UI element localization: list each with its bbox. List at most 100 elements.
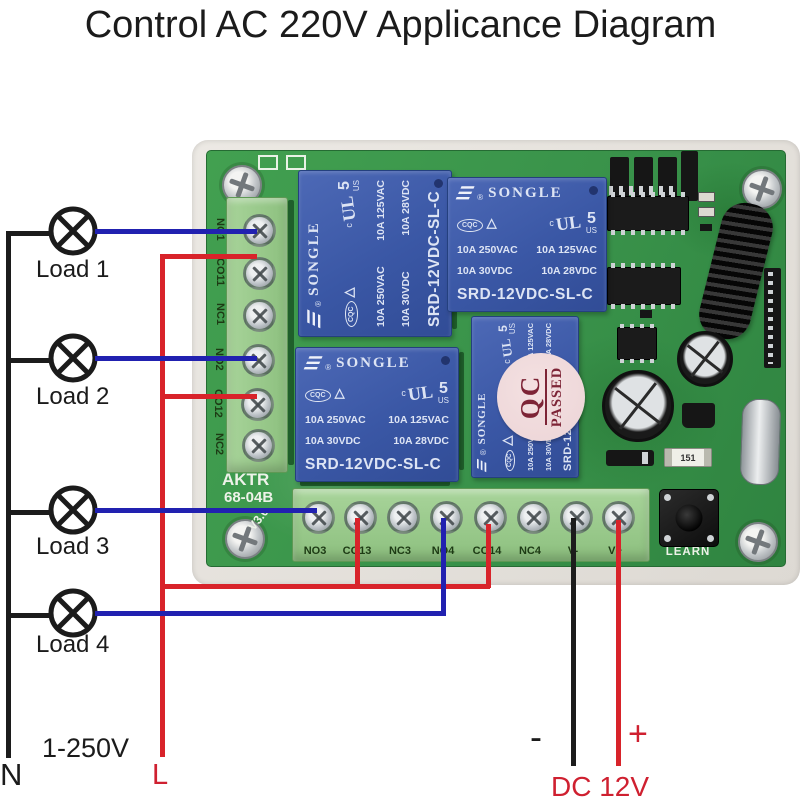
smd-component xyxy=(640,310,652,318)
relay-ratings: 10A 28VDC xyxy=(541,265,597,277)
relay-brand: SONGLE xyxy=(336,355,411,371)
ac-neutral-label: N xyxy=(0,757,23,792)
resistor-151: 151 xyxy=(664,448,712,467)
load3-lamp-icon xyxy=(48,485,98,535)
relay-ratings: 10A 28VDC xyxy=(393,435,449,447)
load2-label: Load 2 xyxy=(36,383,110,410)
reg-mark: ® xyxy=(314,300,323,307)
ul-number: 5 xyxy=(438,380,448,397)
capacitor xyxy=(602,370,674,442)
qc-passed-sticker: QC PASSED xyxy=(497,353,585,441)
transistor xyxy=(682,403,715,428)
corner-screw-icon xyxy=(738,522,778,562)
load1-label: Load 1 xyxy=(36,256,110,283)
ul-mark-icon: UL xyxy=(336,194,360,223)
capacitor xyxy=(677,331,733,387)
wire-live-co13 xyxy=(355,518,360,588)
wire-live-co12 xyxy=(160,394,257,399)
relay-brand: SONGLE xyxy=(476,392,488,445)
dip-ic xyxy=(607,263,681,309)
ac-live-label: L xyxy=(152,759,169,791)
terminal-label-co11: CO11 xyxy=(214,257,226,287)
wire-live-bottom-bus xyxy=(160,584,490,589)
relay-ratings: 10A 30VDC xyxy=(305,435,361,447)
reg-mark: ® xyxy=(479,449,488,456)
terminal-label-vplus: V+ xyxy=(608,545,622,557)
dc-minus-label: - xyxy=(530,716,542,757)
ul-us: US xyxy=(508,323,517,335)
relay-model: SRD-12VDC-SL-C xyxy=(305,456,442,473)
pin-slot xyxy=(288,200,294,465)
smd-component xyxy=(698,207,715,217)
resistor-code: 151 xyxy=(680,452,696,463)
cqc-mark: CQC xyxy=(457,219,483,232)
wire-load2-no2 xyxy=(95,356,257,361)
relay-ratings: 10A 28VDC xyxy=(400,180,413,236)
button-plunger xyxy=(675,504,703,532)
terminal-screw xyxy=(430,501,463,534)
learn-button xyxy=(659,489,719,547)
songle-stripes-icon: ☰ xyxy=(452,183,477,203)
terminal-label-nc3: NC3 xyxy=(388,545,411,557)
ul-mark-icon: UL xyxy=(554,210,583,235)
ul-us: US xyxy=(585,226,597,235)
cert-triangle-icon: △ xyxy=(334,385,345,400)
board-model-text2: 68-04B xyxy=(224,489,274,506)
relay-ratings: 10A 250VAC xyxy=(457,244,518,256)
relay-brand: SONGLE xyxy=(306,221,322,296)
cert-triangle-icon: △ xyxy=(340,287,356,298)
ul-c: c xyxy=(401,388,406,398)
terminal-screw xyxy=(242,429,275,462)
cert-triangle-icon: △ xyxy=(486,215,497,230)
wire-neutral-load3 xyxy=(8,510,51,515)
silkscreen-mark xyxy=(258,155,278,170)
wire-live-co11 xyxy=(160,254,257,259)
wire-neutral-bus xyxy=(6,231,11,758)
wire-load3-no3 xyxy=(95,508,317,513)
smd-component xyxy=(698,192,715,202)
relay-model: SRD-12VDC-SL-C xyxy=(457,286,594,303)
reg-mark: ® xyxy=(325,363,332,372)
ul-c: c xyxy=(549,218,554,228)
songle-stripes-icon: ☰ xyxy=(475,457,489,475)
relay-brand: SONGLE xyxy=(488,185,563,201)
terminal-screw xyxy=(517,501,550,534)
relay-ratings: 10A 125VAC xyxy=(388,414,449,426)
ul-c: c xyxy=(343,223,354,228)
mold-dot xyxy=(589,186,598,195)
relay-ratings: 10A 30VDC xyxy=(400,271,413,327)
mold-dot xyxy=(434,179,443,188)
relay-ratings: 10A 30VDC xyxy=(457,265,513,277)
terminal-label-no3: NO3 xyxy=(303,545,327,557)
terminal-label-nc4: NC4 xyxy=(518,545,541,557)
header-pins xyxy=(609,186,679,195)
wire-dc-minus xyxy=(571,518,576,766)
ul-us: US xyxy=(351,180,361,192)
soic-ic xyxy=(617,324,657,363)
load4-lamp-icon xyxy=(48,588,98,638)
wire-load4-no4 xyxy=(441,518,446,616)
page-title: Control AC 220V Applicance Diagram xyxy=(84,4,717,46)
wire-dc-plus xyxy=(616,520,621,766)
left-terminal-block xyxy=(226,197,288,473)
load1-lamp-icon xyxy=(48,206,98,256)
ul-us: US xyxy=(437,396,449,405)
songle-stripes-icon: ☰ xyxy=(300,353,325,373)
wire-live-co14 xyxy=(486,524,491,588)
terminal-label-nc1: NC1 xyxy=(214,302,226,325)
edge-connector xyxy=(764,268,781,368)
cqc-mark: CQC xyxy=(305,389,331,402)
wire-live-bus xyxy=(160,254,165,757)
cqc-mark: CQC xyxy=(505,449,515,471)
mold-dot xyxy=(441,356,450,365)
pin-slot xyxy=(459,352,464,470)
wire-neutral-load2 xyxy=(8,358,51,363)
corner-screw-icon xyxy=(225,519,265,559)
terminal-screw xyxy=(243,257,276,290)
relay-ratings: 10A 250VAC xyxy=(374,266,387,327)
wire-load1-no1 xyxy=(95,229,257,234)
